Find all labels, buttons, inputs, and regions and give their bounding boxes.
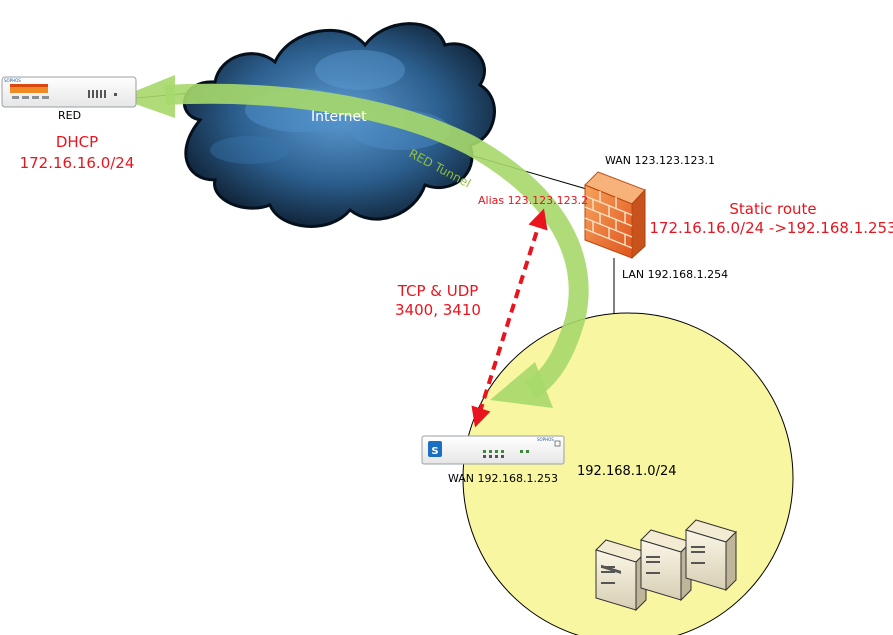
internet-cloud-icon (182, 22, 496, 228)
firewall-brick-wall-icon (584, 171, 646, 260)
utm-wan-label: WAN 192.168.1.253 (448, 472, 558, 485)
firewall-wan-label: WAN 123.123.123.1 (605, 154, 715, 167)
static-route-label: Static route (729, 200, 816, 218)
sophos-red-appliance-icon (1, 76, 137, 108)
port-forward-arrow (471, 208, 548, 428)
red-device-label: RED (58, 109, 81, 122)
internet-label: Internet (311, 109, 367, 125)
red-brand-label: SOPHOS (4, 78, 21, 83)
server-tower-icon (595, 519, 737, 612)
sophos-utm-appliance-icon: S (421, 435, 565, 465)
static-route-detail-label: 172.16.16.0/24 ->192.168.1.253 (649, 219, 893, 237)
lan-network-label: 192.168.1.0/24 (577, 464, 677, 479)
dhcp-label: DHCP (56, 133, 98, 151)
alias-label: Alias 123.123.123.2 (478, 194, 588, 207)
ports-number-label: 3400, 3410 (395, 301, 481, 319)
dhcp-subnet-label: 172.16.16.0/24 (20, 154, 135, 172)
utm-brand-label: SOPHOS (537, 437, 554, 442)
ports-protocol-label: TCP & UDP (397, 282, 479, 300)
firewall-lan-label: LAN 192.168.1.254 (622, 268, 728, 281)
svg-text:S: S (431, 446, 438, 457)
